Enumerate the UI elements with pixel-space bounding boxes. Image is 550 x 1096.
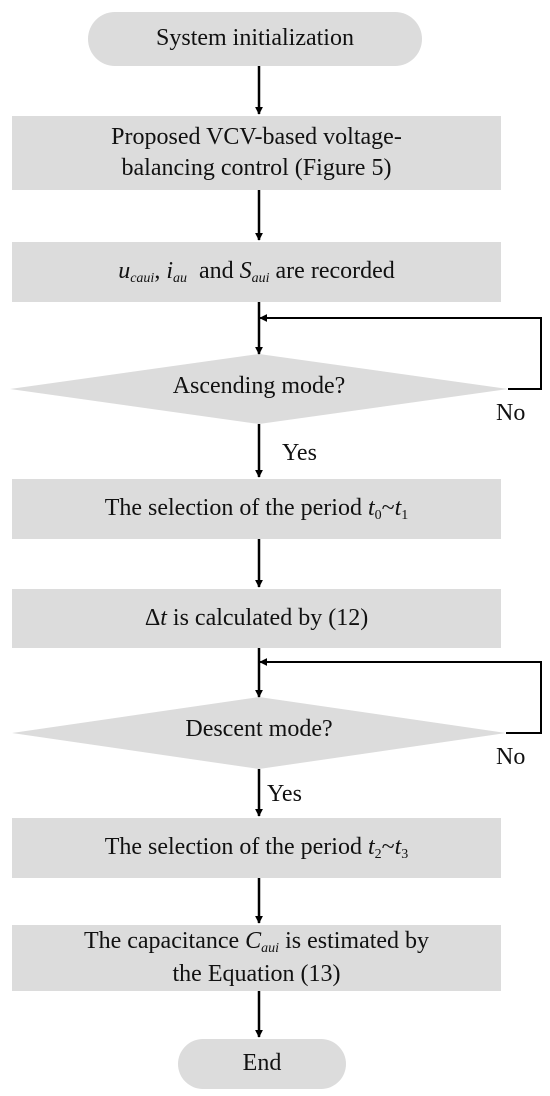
step-estimate-capacitance-line1: The capacitance Caui is estimated by <box>83 928 430 957</box>
decision-descent-shape <box>12 697 506 769</box>
end-node: End <box>178 1039 346 1089</box>
step-record-signals: ucaui, iau and Saui are recorded <box>12 242 501 302</box>
decision-ascending-shape <box>10 354 508 424</box>
step-calc-delta-t-label: Δt is calculated by (12) <box>144 604 369 631</box>
step-estimate-capacitance: The capacitance Caui is estimated by the… <box>12 925 501 991</box>
label-yes-ascending: Yes <box>282 440 317 466</box>
end-label: End <box>242 1050 282 1077</box>
step-vcv-control-line1: Proposed VCV-based voltage- <box>111 123 402 150</box>
start-label: System initialization <box>156 25 354 52</box>
step-select-period-2-label: The selection of the period t2~t3 <box>104 833 409 862</box>
label-no-ascending: No <box>496 400 526 426</box>
step-select-period-1: The selection of the period t0~t1 <box>12 479 501 539</box>
step-select-period-2: The selection of the period t2~t3 <box>12 818 501 878</box>
loop-no-descent <box>259 658 542 734</box>
decision-descent-label: Descent mode? <box>185 716 333 742</box>
decision-ascending-label: Ascending mode? <box>172 373 346 399</box>
label-no-descent: No <box>496 744 526 770</box>
start-node: System initialization <box>88 12 422 66</box>
step-estimate-capacitance-line2: the Equation (13) <box>172 960 341 987</box>
step-select-period-1-label: The selection of the period t0~t1 <box>104 494 409 523</box>
loop-no-ascending <box>259 314 542 390</box>
step-calc-delta-t: Δt is calculated by (12) <box>12 589 501 648</box>
step-vcv-control: Proposed VCV-based voltage- balancing co… <box>12 116 501 190</box>
label-yes-descent: Yes <box>267 781 302 807</box>
step-vcv-control-line2: balancing control (Figure 5) <box>121 155 392 181</box>
step-record-signals-label: ucaui, iau and Saui are recorded <box>118 257 395 286</box>
